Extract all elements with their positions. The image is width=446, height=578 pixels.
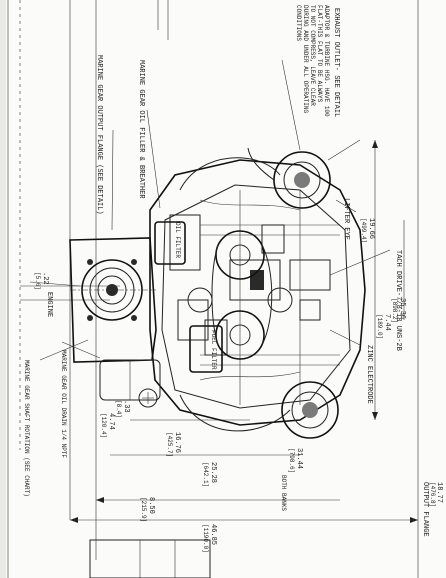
dim-metric: [499.4] bbox=[360, 218, 367, 243]
output-flange-label: OUTPUT FLANGE bbox=[421, 482, 429, 537]
adapter-note-line-2: FLAT-THIS FLAT TO BE ALWAYS bbox=[316, 5, 323, 103]
turbocharger-top bbox=[247, 147, 331, 209]
dim-metric: [1190.0] bbox=[202, 524, 209, 553]
adapter-note-line-5: CONDITIONS bbox=[295, 5, 302, 41]
marine-gear-housing bbox=[69, 237, 157, 363]
tach-drive-label: TACH DRIVE-7/8-18 UNS-2B bbox=[394, 250, 402, 351]
dim-value: 25.28 bbox=[209, 462, 217, 483]
dimension-arrows bbox=[70, 140, 418, 523]
dim-metric: [798.6] bbox=[288, 448, 295, 473]
pulley-upper bbox=[215, 230, 265, 280]
oil-filter bbox=[154, 221, 186, 265]
dim-metric: [120.4] bbox=[100, 413, 107, 438]
dim-value: 46.85 bbox=[209, 524, 217, 545]
drive-belt-left bbox=[211, 244, 219, 346]
extension-lines bbox=[20, 0, 419, 578]
dim-8-50: 8.50 [215.9] bbox=[140, 497, 155, 522]
gear-shaft-rotation-label: MARINE GEAR SHAFT ROTATION (SEE CHART) bbox=[23, 360, 30, 497]
dim-value: 16.76 bbox=[173, 432, 181, 453]
dim-metric: [642.1] bbox=[202, 462, 209, 487]
dim-18-77: 18.77 [476.8] bbox=[429, 482, 443, 507]
oil-drain-label: MARINE GEAR OIL DRAIN 1/4 NPTF bbox=[60, 350, 67, 458]
marine-gear-oil-filler-label: MARINE GEAR OIL FILLER & BREATHER bbox=[137, 60, 145, 199]
turbocharger-bottom bbox=[281, 381, 339, 439]
dim-metric: [5.6] bbox=[34, 272, 41, 290]
engine-centerline-label: ENGINE bbox=[45, 292, 53, 317]
dim-value: 7.44 bbox=[383, 314, 391, 331]
adapter-note-line-1: ADAPTOR & TURBINE HSG. HAVE 100 bbox=[323, 5, 330, 117]
dim-0-33: .33 [8.4] bbox=[115, 400, 130, 418]
dim-value: .33 bbox=[122, 400, 130, 413]
dim-metric: [898.2] bbox=[391, 298, 398, 323]
scan-edge bbox=[0, 0, 6, 578]
adapter-note-line-4: DURING AND UNDER ALL OPERATING bbox=[302, 5, 309, 113]
dim-value: 31.44 bbox=[295, 448, 303, 469]
dim-metric: [189.0] bbox=[376, 314, 383, 339]
marine-gear-output-flange-label: MARINE GEAR OUTPUT FLANGE (SEE DETAIL) bbox=[95, 55, 103, 215]
dim-value: 19.66 bbox=[367, 218, 375, 239]
dim-25-28: 25.28 [642.1] bbox=[202, 462, 217, 487]
dim-value: 35.36 bbox=[398, 298, 406, 319]
lifter-eye-label: LIFTER EYE bbox=[342, 198, 350, 240]
dim-value: 8.50 bbox=[147, 497, 155, 514]
dim-value: 18.77 bbox=[435, 482, 443, 503]
dim-value: .22 bbox=[41, 272, 49, 285]
dim-35-36: 35.36 [898.2] bbox=[391, 298, 406, 323]
leader-lines bbox=[29, 59, 391, 361]
dim-19-66: 19.66 [499.4] bbox=[360, 218, 375, 243]
adapter-note: ADAPTOR & TURBINE HSG. HAVE 100 FLAT-THI… bbox=[295, 5, 330, 117]
dim-7-44: 7.44 [189.0] bbox=[376, 314, 391, 339]
zinc-electrode-label: ZINC ELECTRODE bbox=[365, 345, 373, 404]
gear-oil-sump bbox=[99, 359, 161, 401]
dim-metric: [425.7] bbox=[166, 432, 173, 457]
engine-block bbox=[149, 157, 366, 432]
rotation-symbol bbox=[138, 388, 158, 408]
dim-metric: [215.9] bbox=[140, 497, 147, 522]
dim-0-22: .22 [5.6] bbox=[34, 272, 49, 290]
adapter-note-line-3: TO NOT COMPRESS, LEAVE CLEAR bbox=[309, 5, 316, 106]
mounting-base bbox=[89, 539, 211, 578]
dim-16-76: 16.76 [425.7] bbox=[166, 432, 181, 457]
both-banks-label: BOTH BANKS bbox=[280, 475, 287, 511]
dim-metric: [8.4] bbox=[115, 400, 122, 418]
dim-46-85: 46.85 [1190.0] bbox=[202, 524, 217, 553]
dim-value: 4.74 bbox=[107, 413, 115, 430]
dim-31-44: 31.44 [798.6] bbox=[288, 448, 303, 473]
fuel-filter bbox=[189, 325, 223, 373]
dim-4-74: 4.74 [120.4] bbox=[100, 413, 115, 438]
exhaust-outlet-label: EXHAUST OUTLET- SEE DETAIL bbox=[332, 8, 340, 117]
oil-filter-label: OIL FILTER bbox=[174, 222, 181, 258]
fuel-filter-label: FUEL FILTER bbox=[210, 330, 217, 370]
drive-belt-right bbox=[261, 244, 273, 346]
pulley-lower bbox=[215, 310, 265, 360]
dim-metric: [476.8] bbox=[429, 482, 436, 507]
